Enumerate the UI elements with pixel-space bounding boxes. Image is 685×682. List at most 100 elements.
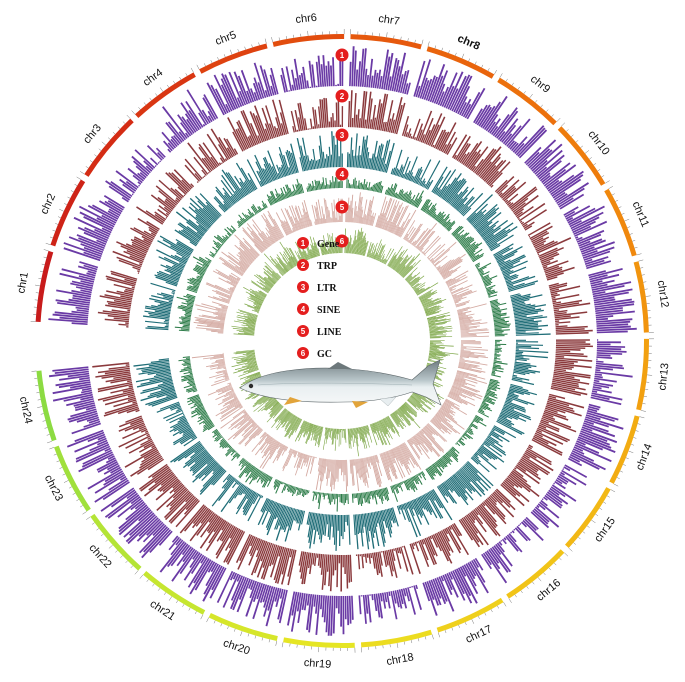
chromosome-tick — [122, 121, 126, 124]
chromosome-tick — [131, 110, 136, 115]
chromosome-tick — [194, 611, 197, 615]
track-ltr-chr9 — [431, 166, 484, 217]
chromosome-tick — [434, 45, 436, 49]
chromosome-tick — [421, 39, 424, 45]
chromosome-chr11: chr11 — [604, 186, 651, 257]
legend-item-5: 5 LINE — [297, 325, 342, 338]
chromosome-tick — [159, 87, 164, 92]
chromosome-label-chr16: chr16 — [534, 577, 563, 604]
svg-text:1: 1 — [301, 239, 306, 248]
chromosome-chr6: chr6 — [271, 12, 345, 47]
chromosome-tick — [642, 403, 646, 405]
fish-anal-fin — [379, 396, 397, 407]
chromosome-tick — [634, 247, 638, 249]
chromosome-tick — [57, 216, 61, 219]
track-trp-chr23 — [118, 415, 164, 477]
legend-badge-6 — [297, 347, 309, 359]
chromosome-label-chr6: chr6 — [295, 12, 318, 26]
chromosome-tick — [126, 114, 131, 119]
chromosome-tick — [206, 617, 209, 623]
chromosome-tick — [37, 399, 41, 401]
chromosome-tick — [582, 531, 586, 534]
track-line-chr9 — [403, 220, 441, 256]
chromosome-tick — [546, 109, 549, 112]
chromosome-tick — [56, 460, 60, 463]
track-gc-chr20 — [294, 420, 324, 448]
track-badge-5: 5 — [335, 200, 349, 214]
track-sine-chr1 — [174, 293, 196, 332]
track-sine-chr8 — [384, 183, 424, 208]
chromosome-tick — [230, 49, 233, 55]
chromosome-tick — [514, 594, 517, 598]
track-trp-chr17 — [409, 523, 469, 574]
chromosome-tick — [244, 46, 246, 50]
track-badge-number: 3 — [340, 131, 345, 140]
chromosome-tick — [173, 80, 176, 84]
chromosome-tick — [190, 67, 194, 73]
track-line-chr6 — [311, 198, 343, 226]
track-trp-chr10 — [494, 176, 547, 231]
chromosome-label-chr10: chr10 — [585, 128, 611, 157]
chromosome-tick — [629, 233, 633, 235]
track-gene-chr12 — [588, 268, 637, 334]
chromosome-label-chr11: chr11 — [630, 200, 651, 229]
chromosome-label-chr21: chr21 — [148, 598, 178, 623]
track-ltr-chr23 — [156, 401, 198, 447]
chromosome-tick — [167, 84, 170, 88]
chromosome-band-chr12 — [633, 261, 649, 333]
track-ltr-chr19 — [306, 511, 351, 551]
track-line-chr8 — [375, 196, 417, 238]
chromosome-band-chr18 — [360, 629, 433, 648]
chromosome-tick — [548, 567, 552, 571]
chromosome-tick — [503, 601, 507, 607]
track-gc-chr1 — [231, 309, 258, 336]
chromosome-tick — [185, 73, 188, 76]
chromosome-tick — [474, 61, 477, 65]
chromosome-band-chr6 — [272, 34, 345, 47]
track-badge-number: 5 — [340, 203, 345, 212]
chromosome-label-chr7: chr7 — [378, 13, 401, 28]
chromosome-band-chr24 — [36, 370, 57, 442]
tracks-layer — [48, 46, 637, 636]
legend-label-sine: SINE — [317, 305, 341, 316]
legend-badge-2 — [297, 259, 309, 271]
chromosome-label-chr5: chr5 — [214, 29, 238, 48]
chromosome-tick — [247, 633, 250, 637]
chromosome-tick — [38, 278, 42, 280]
chromosome-tick — [393, 35, 395, 39]
track-sine-chr22 — [212, 428, 241, 461]
chromosome-tick — [571, 134, 574, 137]
chromosome-tick — [176, 600, 179, 604]
track-line-chr16 — [406, 423, 448, 460]
track-sine-chr4 — [236, 200, 268, 228]
track-gene-chr15 — [530, 464, 588, 529]
chromosome-tick — [120, 555, 123, 558]
track-trp-chr12 — [548, 282, 593, 335]
track-ltr-chr8 — [390, 149, 441, 190]
chromosome-chr19: chr19 — [281, 637, 356, 671]
track-badge-4: 4 — [335, 167, 349, 181]
chromosome-chr20: chr20 — [206, 613, 278, 657]
track-gene-chr2 — [63, 195, 125, 262]
chromosome-band-chr8 — [426, 46, 495, 79]
chromosome-tick — [637, 423, 641, 425]
track-badge-number: 4 — [340, 170, 345, 179]
track-sine-chr2 — [186, 256, 212, 293]
track-ltr-chr15 — [470, 425, 517, 473]
chromosome-tick — [278, 37, 280, 41]
chromosome-tick — [608, 186, 614, 189]
chromosome-tick — [628, 450, 634, 453]
chromosome-tick — [403, 641, 405, 645]
chromosome-tick — [523, 91, 526, 94]
chromosome-tick — [53, 453, 57, 456]
chromosome-tick — [400, 36, 402, 40]
chromosome-tick — [633, 437, 637, 439]
chromosome-tick — [625, 457, 629, 460]
chromosome-chr24: chr24 — [17, 370, 57, 444]
chromosome-tick — [635, 430, 639, 432]
track-ltr-chr21 — [211, 473, 264, 522]
chromosome-chr10: chr10 — [557, 122, 612, 186]
svg-text:6: 6 — [301, 349, 306, 358]
chromosome-tick — [543, 572, 546, 576]
chromosome-tick — [461, 53, 465, 59]
